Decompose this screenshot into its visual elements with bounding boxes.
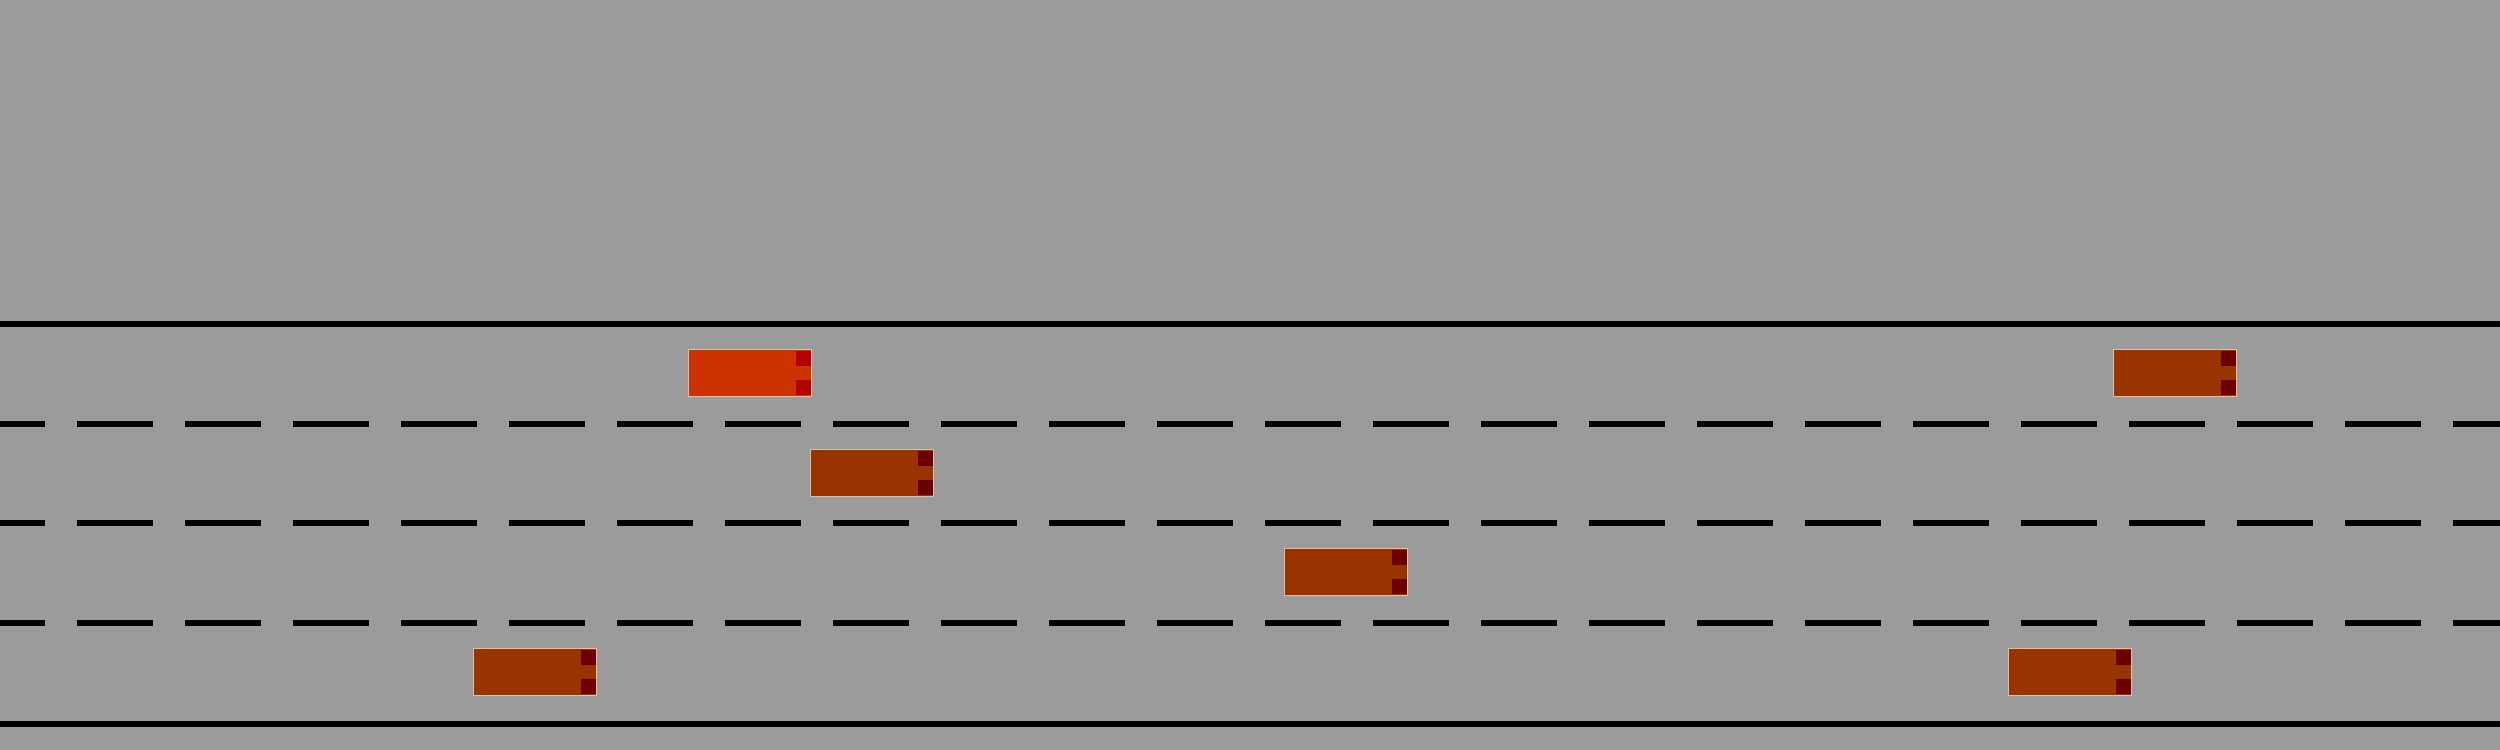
other-car bbox=[2008, 648, 2132, 696]
ego-car bbox=[688, 349, 812, 397]
tail-light bbox=[581, 650, 596, 665]
tail-light bbox=[2116, 679, 2131, 694]
tail-light bbox=[2221, 351, 2236, 366]
tail-light bbox=[918, 480, 933, 495]
ego-tail-light-top bbox=[796, 351, 811, 366]
tail-light bbox=[581, 679, 596, 694]
tail-light bbox=[918, 451, 933, 466]
tail-light bbox=[2116, 650, 2131, 665]
other-car bbox=[2113, 349, 2237, 397]
tail-light bbox=[1392, 579, 1407, 594]
tail-light bbox=[2221, 380, 2236, 395]
tail-light bbox=[1392, 550, 1407, 565]
ego-tail-light-bottom bbox=[796, 380, 811, 395]
other-car bbox=[1284, 548, 1408, 596]
other-car bbox=[473, 648, 597, 696]
other-car bbox=[810, 449, 934, 497]
